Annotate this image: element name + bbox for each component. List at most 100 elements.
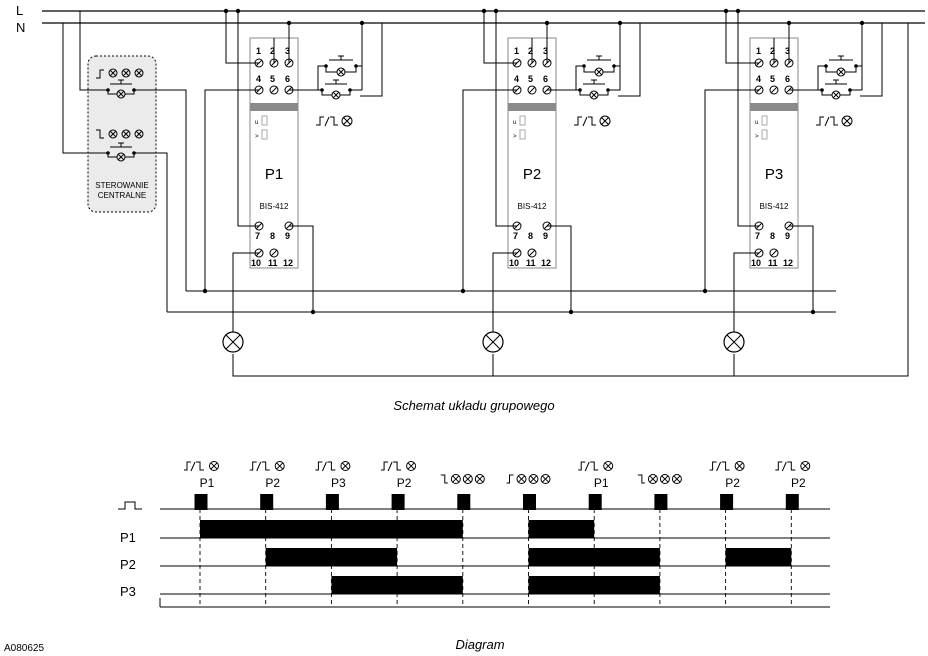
event-label-1: P1 — [200, 476, 215, 490]
relay-model: BIS-412 — [260, 202, 289, 211]
central-label-line1: STEROWANIE — [95, 181, 148, 190]
terminal-5: 5 — [270, 74, 275, 84]
central-off-symbol — [96, 129, 144, 139]
event-symbol-5-all-off-icon — [440, 474, 485, 484]
relay-model: BIS-412 — [760, 202, 789, 211]
relay-p3: 1 2 3 4 5 6 u > P3 BIS-412 7 8 9 — [702, 8, 883, 353]
pulse-2 — [260, 494, 274, 510]
terminal-8: 8 — [770, 231, 775, 241]
event-label-4: P2 — [397, 476, 412, 490]
state-bar-p1-1 — [200, 520, 463, 538]
state-bar-p2-3 — [725, 548, 792, 566]
terminal-3: 3 — [543, 46, 548, 56]
terminal-6: 6 — [785, 74, 790, 84]
wire-t9-to-off — [289, 225, 314, 312]
lamp-p1 — [222, 331, 244, 353]
terminal-10: 10 — [751, 258, 761, 268]
screw-row-b2 — [754, 248, 779, 258]
local-pushbutton-2 — [578, 79, 610, 100]
pulse-9 — [720, 494, 734, 510]
local-pushbutton-2 — [820, 79, 852, 100]
wire-t4-to-on — [204, 89, 259, 291]
local-pushbutton-2 — [320, 79, 352, 100]
central-control-group: STEROWANIE CENTRALNE — [62, 11, 187, 312]
relay-indicators: u > — [755, 115, 768, 140]
terminal-7: 7 — [255, 231, 260, 241]
terminal-4: 4 — [514, 74, 519, 84]
relay-model: BIS-412 — [518, 202, 547, 211]
pulse-1 — [194, 494, 208, 510]
relay-p2: 1 2 3 4 5 6 u > P2 BIS-412 7 8 9 — [460, 8, 641, 353]
lamp-return-wire — [232, 23, 909, 377]
pulse-7 — [588, 494, 602, 510]
terminal-1: 1 — [514, 46, 519, 56]
terminal-12: 12 — [783, 258, 793, 268]
svg-text:>: > — [513, 134, 517, 140]
terminal-4: 4 — [256, 74, 261, 84]
local-pushbutton-1 — [824, 55, 858, 77]
central-wire-off-in — [62, 23, 108, 154]
bus-label-n: N — [16, 20, 25, 35]
relay-indicators: u > — [255, 115, 268, 140]
lamp-p3 — [723, 331, 745, 353]
state-bar-p3-2 — [528, 576, 660, 594]
terminal-3: 3 — [285, 46, 290, 56]
relay-indicators: u > — [513, 115, 526, 140]
central-wire-on-in — [79, 11, 108, 91]
wire-local-aux — [360, 22, 383, 97]
terminal-7: 7 — [755, 231, 760, 241]
event-symbol-7-toggle-icon — [578, 461, 614, 472]
local-function-symbol — [316, 115, 353, 127]
event-symbol-10-toggle-icon — [775, 461, 811, 472]
row-label-p2: P2 — [120, 557, 136, 572]
terminal-10: 10 — [251, 258, 261, 268]
terminal-5: 5 — [528, 74, 533, 84]
relay-label: P1 — [265, 166, 283, 183]
terminal-10: 10 — [509, 258, 519, 268]
svg-text:u: u — [513, 120, 516, 126]
schematic-caption: Schemat układu grupowego — [393, 398, 554, 413]
pulse-8 — [654, 494, 668, 510]
terminal-2: 2 — [270, 46, 275, 56]
event-label-2: P2 — [265, 476, 280, 490]
terminal-5: 5 — [770, 74, 775, 84]
relay-label: P2 — [523, 166, 541, 183]
central-off-pushbutton — [106, 142, 136, 162]
terminal-8: 8 — [270, 231, 275, 241]
pulse-5 — [457, 494, 471, 510]
terminal-9: 9 — [285, 231, 290, 241]
relay-p1: 1 2 3 4 5 6 u > P1 BIS-412 7 8 9 — [202, 8, 383, 353]
svg-text:>: > — [255, 134, 259, 140]
wire-l-to-t1 — [225, 11, 259, 64]
relay-label: P3 — [765, 166, 783, 183]
central-wire-off-out — [134, 152, 168, 312]
central-label-line2: CENTRALNE — [98, 191, 146, 200]
pulse-4 — [391, 494, 405, 510]
central-on-pushbutton — [106, 79, 136, 99]
wire-l-to-t7 — [237, 11, 259, 227]
state-bar-p2-1 — [265, 548, 398, 566]
pulse-10 — [785, 494, 799, 510]
event-symbol-8-all-off-icon — [637, 474, 682, 484]
svg-text:u: u — [755, 120, 758, 126]
screw-row-mid — [754, 85, 794, 95]
event-symbol-1-toggle-icon — [184, 461, 219, 472]
row-label-p1: P1 — [120, 530, 136, 545]
wire-t10-to-lamp — [232, 252, 259, 332]
terminal-11: 11 — [526, 258, 536, 268]
event-label-7: P1 — [594, 476, 609, 490]
pulse-row-symbol — [118, 501, 142, 510]
state-bar-p1-2 — [528, 520, 595, 538]
event-symbol-2-toggle-icon — [249, 461, 285, 472]
document-code: A080625 — [4, 643, 44, 654]
terminal-2: 2 — [770, 46, 775, 56]
local-pushbutton-1 — [582, 55, 616, 77]
terminal-9: 9 — [785, 231, 790, 241]
state-bar-p3-1 — [331, 576, 463, 594]
terminal-12: 12 — [541, 258, 551, 268]
terminal-12: 12 — [283, 258, 293, 268]
event-label-9: P2 — [725, 476, 740, 490]
local-pushbutton-1 — [324, 55, 358, 77]
relay-brand-bar — [250, 103, 298, 111]
event-symbol-6-all-on-icon — [506, 474, 551, 484]
